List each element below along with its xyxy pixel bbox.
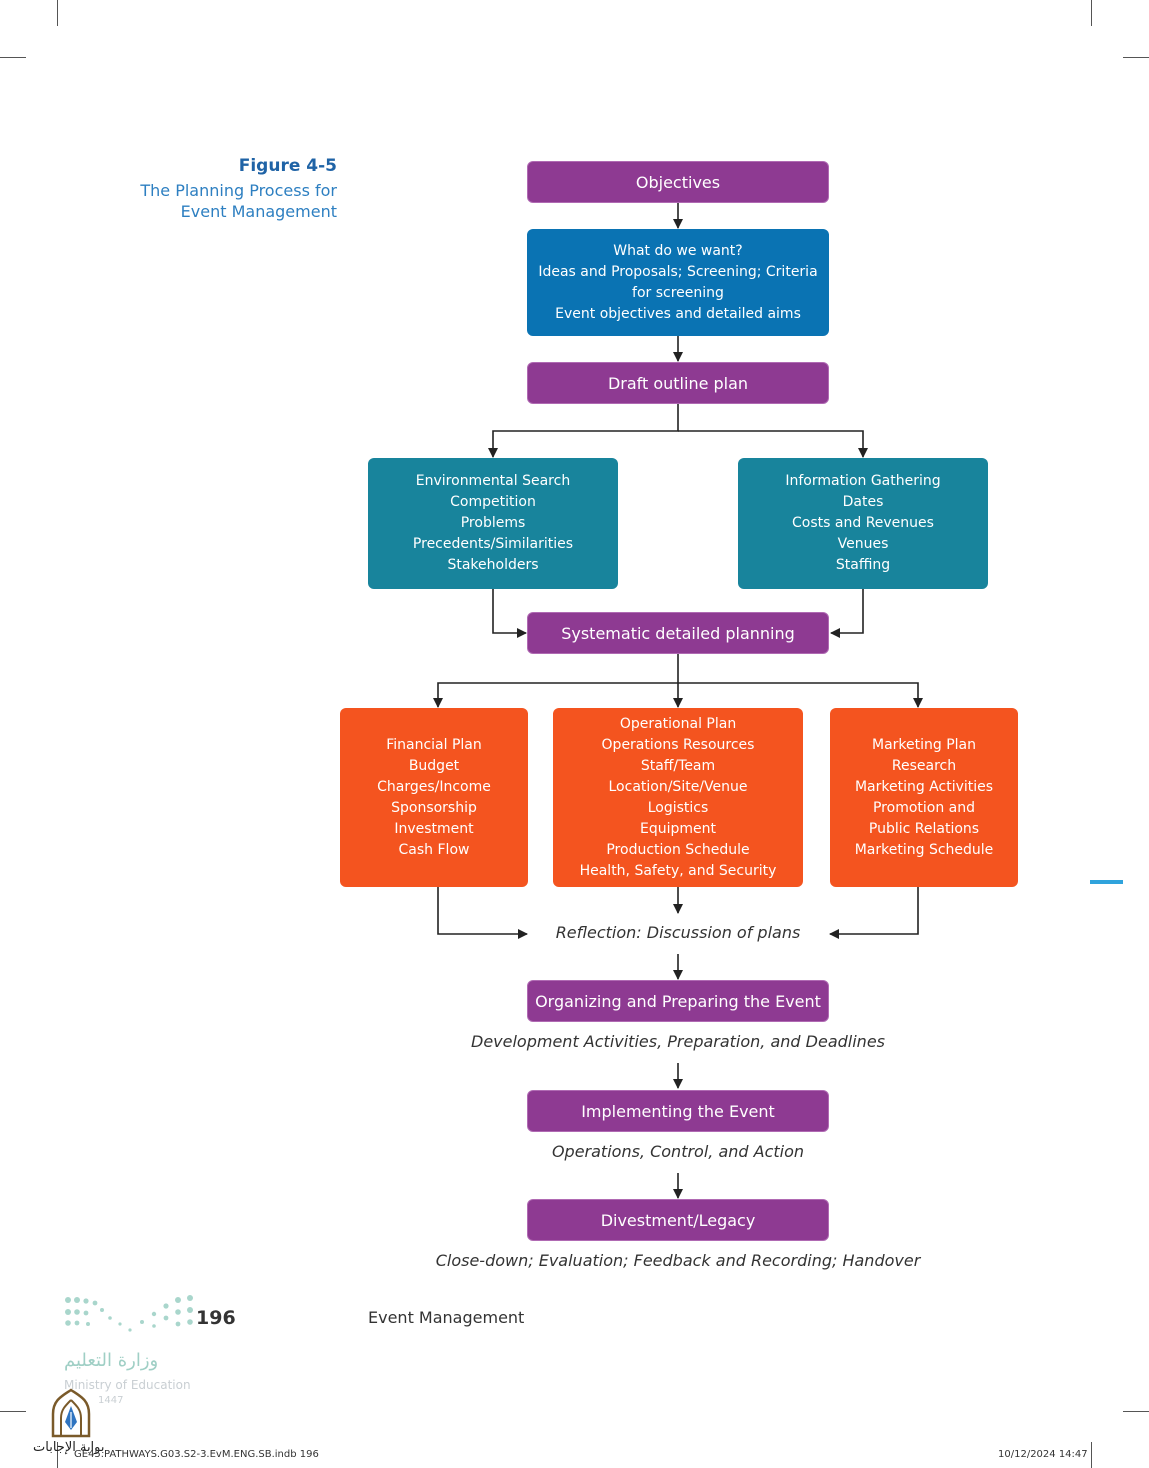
connector-draft-split-right: [678, 430, 868, 458]
node-line: Marketing Schedule: [854, 841, 994, 858]
chapter-side-tab: [1090, 880, 1123, 884]
node-line: Costs and Revenues: [792, 515, 934, 531]
node-draft-outline-plan: Draft outline plan: [527, 362, 829, 404]
node-line: Public Relations: [868, 820, 980, 837]
node-line: for screening: [632, 284, 724, 301]
node-environmental-search: Environmental Search Competition Problem…: [368, 458, 618, 589]
node-line: Budget: [408, 757, 460, 774]
node-line: Operations Resources: [601, 736, 755, 753]
figure-title-line: Event Management: [180, 202, 337, 221]
crop-mark: [0, 1411, 26, 1412]
node-line: Problems: [460, 515, 526, 531]
node-line: Competition: [450, 494, 536, 510]
node-line: Marketing Activities: [854, 778, 994, 795]
crop-mark: [0, 57, 26, 58]
node-label: Draft outline plan: [607, 373, 749, 393]
note-implementing: Operations, Control, and Action: [551, 1142, 805, 1161]
node-what-we-want: What do we want? Ideas and Proposals; Sc…: [527, 229, 829, 336]
node-line: Production Schedule: [606, 841, 750, 858]
node-line: Logistics: [647, 799, 709, 816]
node-line: Venues: [837, 536, 889, 552]
page-number: 196: [196, 1307, 236, 1329]
connector-draft-split: [488, 404, 679, 458]
date-slug: 10/12/2024 14:47: [998, 1449, 1088, 1460]
node-label: Divestment/Legacy: [600, 1210, 756, 1230]
node-line: Operational Plan: [619, 715, 737, 732]
node-organizing: Organizing and Preparing the Event: [527, 980, 829, 1022]
ministry-year: 1447: [98, 1395, 124, 1406]
node-line: Ideas and Proposals; Screening; Criteria: [538, 263, 818, 280]
ministry-name-arabic: وزارة التعليم: [64, 1350, 159, 1371]
node-line: Sponsorship: [391, 799, 477, 816]
site-emblem-icon: [51, 1388, 91, 1438]
connector-systematic-split-right: [678, 682, 923, 708]
node-line: Information Gathering: [785, 473, 941, 489]
ministry-name-english: Ministry of Education: [64, 1378, 191, 1392]
node-line: Financial Plan: [386, 736, 482, 753]
note-organizing: Development Activities, Preparation, and…: [471, 1032, 885, 1051]
node-divestment: Divestment/Legacy: [527, 1199, 829, 1241]
node-line: Health, Safety, and Security: [579, 862, 777, 879]
figure-title-line: The Planning Process for: [140, 181, 337, 200]
node-label: Organizing and Preparing the Event: [535, 991, 821, 1011]
crop-mark: [1091, 0, 1092, 26]
node-label: Implementing the Event: [581, 1101, 775, 1121]
note-divestment: Close-down; Evaluation; Feedback and Rec…: [435, 1251, 921, 1270]
site-label: بوابة الإجابات: [33, 1440, 105, 1455]
figure-caption: Figure 4-5 The Planning Process for Even…: [140, 156, 337, 222]
note-reflection: Reflection: Discussion of plans: [555, 923, 801, 942]
node-line: Charges/Income: [377, 778, 491, 795]
node-line: What do we want?: [613, 242, 743, 259]
node-line: Staff/Team: [640, 757, 716, 774]
node-objectives: Objectives: [527, 161, 829, 203]
file-slug: GE45.PATHWAYS.G03.S2-3.EvM.ENG.SB.indb 1…: [74, 1449, 319, 1460]
arrow-env-to-systematic: [492, 589, 527, 638]
node-line: Marketing Plan: [871, 736, 976, 753]
node-line: Stakeholders: [447, 557, 539, 573]
node-implementing: Implementing the Event: [527, 1090, 829, 1132]
node-line: Cash Flow: [398, 841, 470, 858]
node-marketing-plan: Marketing Plan Research Marketing Activi…: [830, 708, 1018, 887]
crop-mark: [57, 1442, 58, 1468]
node-line: Investment: [394, 820, 474, 837]
running-title: Event Management: [368, 1308, 525, 1327]
arrow-marketing-to-reflection: [829, 887, 919, 939]
connector-systematic-split: [433, 654, 679, 708]
node-label: Objectives: [635, 172, 721, 192]
node-line: Precedents/Similarities: [412, 536, 574, 552]
crop-mark: [1123, 1411, 1149, 1412]
ministry-logo-dots: [65, 1295, 193, 1332]
node-line: Research: [891, 757, 957, 774]
arrow-info-to-systematic: [830, 589, 864, 638]
crop-mark: [1123, 57, 1149, 58]
node-line: Event objectives and detailed aims: [555, 305, 801, 322]
figure-label: Figure 4-5: [238, 156, 337, 176]
figure-title: The Planning Process for Event Managemen…: [140, 180, 337, 222]
node-line: Promotion and: [872, 799, 976, 816]
node-line: Environmental Search: [415, 473, 571, 489]
node-financial-plan: Financial Plan Budget Charges/Income Spo…: [340, 708, 528, 887]
node-line: Equipment: [640, 820, 716, 837]
node-systematic-planning: Systematic detailed planning: [527, 612, 829, 654]
node-information-gathering: Information Gathering Dates Costs and Re…: [738, 458, 988, 589]
node-line: Location/Site/Venue: [608, 778, 748, 795]
crop-mark: [57, 0, 58, 26]
node-label: Systematic detailed planning: [561, 623, 795, 643]
node-line: Staffing: [835, 557, 891, 573]
arrow-financial-to-reflection: [437, 887, 528, 939]
node-line: Dates: [842, 494, 884, 510]
node-operational-plan: Operational Plan Operations Resources St…: [553, 708, 803, 887]
crop-mark: [1091, 1442, 1092, 1468]
